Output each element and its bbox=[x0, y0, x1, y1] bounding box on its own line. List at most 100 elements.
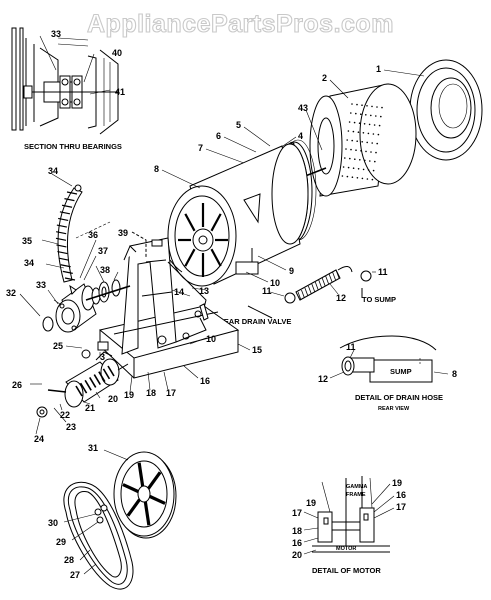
inner-drum-part bbox=[299, 83, 417, 197]
motor-fin bbox=[98, 371, 106, 383]
perforation-dot bbox=[372, 169, 375, 172]
callout-34-mid: 34 bbox=[24, 258, 34, 268]
perforation-dot bbox=[375, 115, 377, 117]
detail-motor-callout-19-right: 19 bbox=[392, 478, 402, 488]
vent-hose-rib bbox=[64, 277, 76, 281]
perforation-dot bbox=[346, 139, 349, 141]
perforation-dot bbox=[352, 167, 355, 169]
caption-to-sump: TO SUMP bbox=[362, 295, 396, 304]
outer-tub-part bbox=[167, 143, 309, 287]
vent-hose-rib bbox=[64, 198, 75, 202]
tub-spoke bbox=[210, 213, 222, 232]
callout-30: 30 bbox=[48, 518, 58, 528]
callout-43: 43 bbox=[298, 103, 308, 113]
pulley-spoke bbox=[122, 483, 139, 494]
callout-13: 13 bbox=[199, 286, 209, 296]
perforation-dot bbox=[359, 159, 361, 161]
callout-32: 32 bbox=[6, 288, 16, 298]
detail-frame-label: FRAME bbox=[346, 492, 366, 498]
perforation-dot bbox=[371, 178, 374, 181]
caption-detail-of-motor: DETAIL OF MOTOR bbox=[312, 566, 381, 575]
perforation-dot bbox=[356, 103, 358, 106]
detail-callout-11: 11 bbox=[346, 342, 356, 352]
watermark: AppliancePartsPros.com bbox=[87, 10, 394, 38]
callout-39: 39 bbox=[118, 228, 128, 238]
detail-drain-hose bbox=[339, 335, 437, 383]
perforation-dot bbox=[371, 105, 373, 108]
hose-rib bbox=[307, 285, 312, 295]
callout-36: 36 bbox=[88, 230, 98, 240]
perforation-dot bbox=[356, 140, 359, 142]
callout-33-top: 33 bbox=[51, 29, 61, 39]
caption-to-rear-drain-valve: TO REAR DRAIN VALVE bbox=[206, 317, 291, 326]
vent-hose-rib bbox=[56, 224, 67, 228]
perforation-dot bbox=[347, 130, 350, 132]
hose-rib bbox=[332, 271, 336, 281]
callout-22: 22 bbox=[60, 410, 70, 420]
vent-hose-rib bbox=[57, 250, 68, 255]
perforation-dot bbox=[375, 151, 377, 154]
perforation-dot bbox=[352, 130, 355, 133]
callout-4: 4 bbox=[298, 131, 303, 141]
perforation-dot bbox=[362, 168, 365, 171]
drive-pulley-part bbox=[113, 451, 177, 539]
perforation-dot bbox=[354, 158, 356, 160]
vent-hose-rib bbox=[62, 270, 73, 274]
perforation-dot bbox=[351, 176, 354, 178]
caption-rear-view: REAR VIEW bbox=[378, 406, 410, 412]
callout-10-mid: 10 bbox=[206, 334, 216, 344]
perforation-dot bbox=[350, 148, 352, 151]
perforation-dot bbox=[370, 151, 372, 153]
detail-motor-callout-16-left: 16 bbox=[292, 538, 302, 548]
callout-11-right: 11 bbox=[378, 267, 388, 277]
perforation-dot bbox=[369, 160, 371, 162]
perforation-dot bbox=[356, 177, 359, 179]
tub-spoke bbox=[184, 248, 196, 267]
perforation-dot bbox=[378, 124, 381, 127]
callout-11-left: 11 bbox=[262, 286, 272, 296]
callout-20: 20 bbox=[108, 394, 118, 404]
detail-motor-callout-19-left: 19 bbox=[306, 498, 316, 508]
perforation-dot bbox=[366, 105, 368, 107]
callout-10-top: 10 bbox=[270, 278, 280, 288]
perforation-dot bbox=[365, 114, 367, 116]
callout-9: 9 bbox=[289, 266, 294, 276]
callout-7: 7 bbox=[198, 143, 203, 153]
caption-detail-drain-hose: DETAIL OF DRAIN HOSE bbox=[355, 393, 443, 402]
motor-fin bbox=[84, 379, 92, 391]
callout-17: 17 bbox=[166, 388, 176, 398]
drive-belt-part bbox=[63, 481, 134, 590]
hose-rib bbox=[314, 281, 319, 291]
callout-3-motor: 3 bbox=[100, 352, 105, 362]
detail-callout-12: 12 bbox=[318, 374, 328, 384]
perforation-dot bbox=[381, 106, 383, 109]
callout-5: 5 bbox=[236, 120, 241, 130]
perforation-dot bbox=[358, 122, 361, 124]
perforation-dot bbox=[365, 150, 367, 153]
detail-motor-callout-18-left: 18 bbox=[292, 526, 302, 536]
perforation-dot bbox=[372, 133, 375, 135]
callout-8: 8 bbox=[154, 164, 159, 174]
hose-rib bbox=[301, 289, 305, 299]
callout-28: 28 bbox=[64, 555, 74, 565]
callout-21: 21 bbox=[85, 403, 95, 413]
callout-37: 37 bbox=[98, 246, 108, 256]
perforation-dot bbox=[364, 159, 366, 162]
motor-fin bbox=[89, 377, 97, 388]
perforation-dot bbox=[342, 166, 345, 168]
vent-hose-rib bbox=[59, 211, 71, 215]
perforation-dot bbox=[360, 150, 362, 152]
perforation-dot bbox=[345, 148, 347, 150]
tub-spoke bbox=[184, 213, 196, 232]
pulley-spoke bbox=[149, 494, 166, 505]
vent-hose-rib bbox=[60, 264, 71, 268]
hose-rib bbox=[297, 291, 302, 301]
vent-hose-part bbox=[55, 184, 83, 295]
motor-fin bbox=[93, 374, 101, 385]
callout-2: 2 bbox=[322, 73, 327, 83]
detail-motor-callout-17-left: 17 bbox=[292, 508, 302, 518]
detail-motor-callout-17-right: 17 bbox=[396, 502, 406, 512]
detail-callout-8: 8 bbox=[452, 369, 457, 379]
vent-hose-rib bbox=[66, 191, 78, 195]
